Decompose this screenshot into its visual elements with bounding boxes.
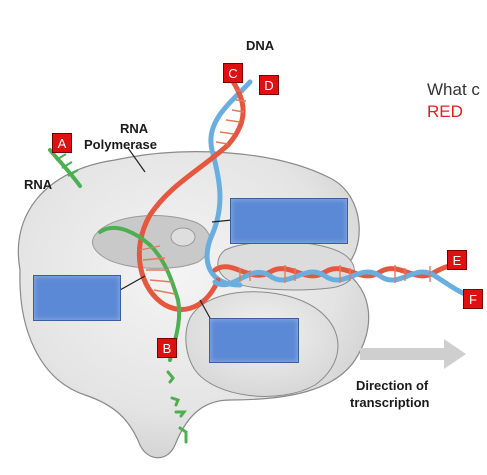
badge-a: A — [52, 133, 72, 153]
leader-lines — [119, 147, 233, 319]
badge-e: E — [447, 250, 467, 270]
badge-c: C — [223, 63, 243, 83]
badge-f: F — [463, 289, 483, 309]
question-line1: What c — [427, 80, 480, 99]
badge-b: B — [157, 338, 177, 358]
label-dna: DNA — [246, 38, 275, 53]
badge-d: D — [259, 75, 279, 95]
channel-knob — [170, 227, 196, 247]
dna-rungs-upper — [215, 89, 247, 145]
rna-hybrid-rungs — [139, 245, 176, 295]
dna-strand-blue-out — [212, 269, 473, 299]
label-rna: RNA — [24, 177, 53, 192]
dna-strand-blue-upper — [204, 79, 253, 288]
label-rna-polymerase-line2: Polymerase — [84, 137, 157, 152]
answer-box-bottom[interactable] — [209, 318, 299, 363]
rna-exit-fragments — [166, 370, 188, 444]
answer-box-top-right[interactable] — [230, 198, 348, 244]
direction-arrow — [360, 339, 466, 369]
question-line2: RED — [427, 102, 463, 121]
rna-tail-ticks — [55, 153, 79, 177]
label-direction-line1: Direction of — [356, 378, 429, 393]
dna-rungs-out — [239, 265, 431, 283]
answer-box-left[interactable] — [33, 275, 121, 321]
label-direction-line2: transcription — [350, 395, 430, 410]
label-rna-polymerase-line1: RNA — [120, 121, 149, 136]
